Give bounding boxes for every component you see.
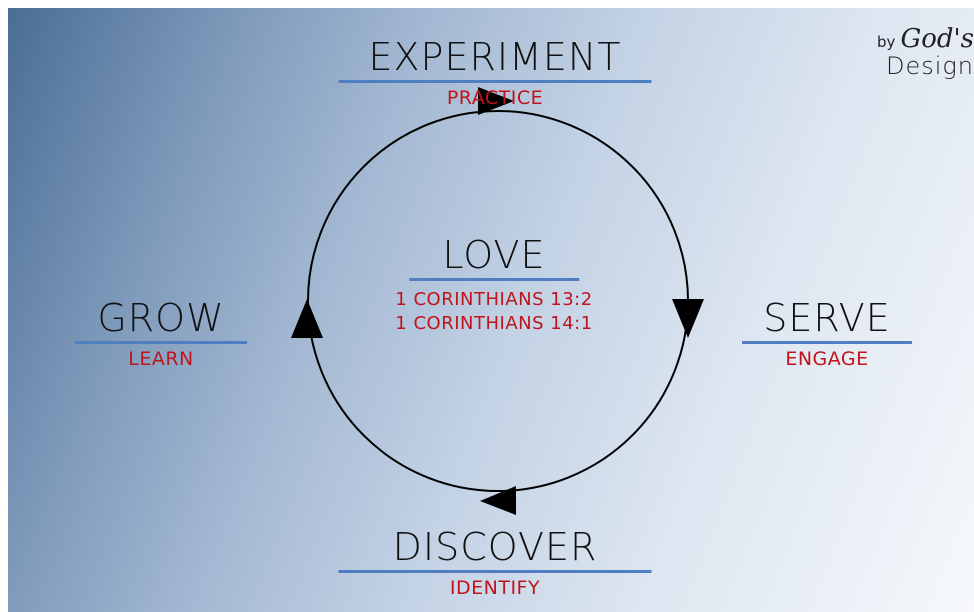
node-grow-rule — [75, 341, 247, 344]
node-love-rule — [408, 278, 579, 281]
node-serve-subtitle: ENGAGE — [785, 348, 869, 370]
node-experiment: EXPERIMENT PRACTICE — [338, 35, 652, 109]
logo-by: by — [876, 33, 896, 51]
logo-top-line: by God's — [877, 26, 974, 52]
logo-gods: God's — [900, 24, 974, 54]
node-discover-title: DISCOVER — [392, 525, 598, 569]
node-experiment-subtitle: PRACTICE — [446, 87, 544, 109]
node-experiment-rule — [338, 80, 652, 83]
node-love-ref-2: 1 CORINTHIANS 14:1 — [395, 313, 593, 334]
node-serve-rule — [742, 341, 912, 344]
arrow-bottom-icon — [480, 486, 516, 515]
node-love-title: LOVE — [442, 233, 546, 277]
arrow-left-icon — [291, 299, 323, 338]
node-grow: GROW LEARN — [75, 299, 247, 370]
node-love-ref-1: 1 CORINTHIANS 13:2 — [395, 289, 593, 310]
diagram-slide: EXPERIMENT PRACTICE LOVE 1 CORINTHIANS 1… — [8, 8, 974, 612]
node-grow-subtitle: LEARN — [128, 348, 194, 370]
arrow-right-icon — [672, 299, 704, 338]
cycle-diagram — [291, 87, 704, 515]
node-grow-title: GROW — [97, 296, 225, 340]
node-discover: DISCOVER IDENTIFY — [338, 525, 652, 599]
node-experiment-title: EXPERIMENT — [368, 35, 622, 79]
brand-logo: by God's Design — [877, 26, 974, 78]
arrow-top-icon — [478, 87, 514, 115]
node-love: LOVE 1 CORINTHIANS 13:2 1 CORINTHIANS 14… — [395, 236, 592, 334]
node-discover-rule — [338, 570, 652, 573]
node-serve: SERVE ENGAGE — [742, 299, 912, 370]
node-serve-title: SERVE — [763, 296, 891, 340]
logo-design: Design — [885, 52, 974, 80]
node-discover-subtitle: IDENTIFY — [449, 577, 541, 599]
